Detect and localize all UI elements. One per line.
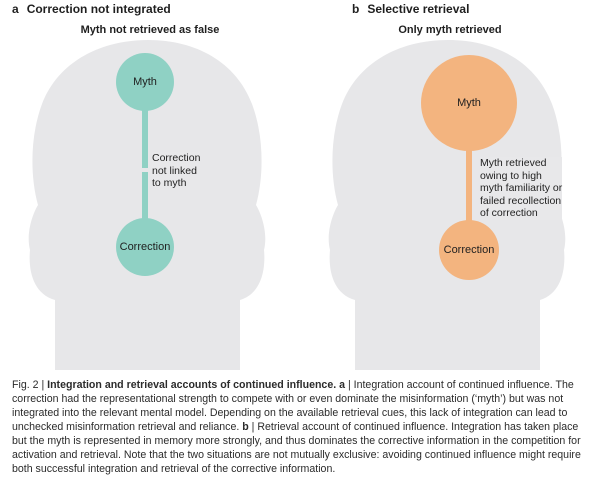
- myth-node-a-label: Myth: [133, 76, 157, 88]
- caption-b-marker: b: [239, 421, 249, 433]
- panel-a-letter: a: [12, 2, 19, 16]
- panel-b-note: Myth retrieved owing to high myth famili…: [480, 157, 563, 220]
- panel-b-letter: b: [352, 2, 360, 16]
- caption-a-marker: a: [336, 379, 346, 391]
- panel-a-subtitle: Myth not retrieved as false: [80, 24, 220, 36]
- link-b: [466, 140, 472, 234]
- panel-a-heading: a Correction not integrated: [12, 2, 171, 16]
- panel-a-note: Correction not linked to myth: [152, 152, 201, 190]
- link-lower-a: [142, 172, 148, 224]
- panel-b-diagram: [328, 40, 566, 370]
- correction-node-a: [116, 218, 174, 276]
- caption-text-a: | Integration account of continued influ…: [12, 379, 574, 433]
- panel-b-subtitle: Only myth retrieved: [398, 24, 502, 36]
- panel-b-note-line: of correction: [480, 207, 538, 219]
- correction-node-a-label: Correction: [119, 241, 171, 253]
- correction-node-b-label: Correction: [443, 244, 495, 256]
- panel-b-note-line: Myth retrieved: [480, 157, 547, 169]
- panel-b-note-line: failed recollection: [480, 194, 562, 207]
- figure-caption: Fig. 2 | Integration and retrieval accou…: [12, 378, 588, 476]
- panel-b: b Selective retrieval Only myth retrieved…: [300, 0, 600, 370]
- panel-a-note-line: Correction: [152, 152, 201, 164]
- myth-node-a: [116, 53, 174, 111]
- panel-b-note-line: myth familiarity or: [480, 182, 563, 194]
- myth-node-b: [421, 55, 517, 151]
- panel-b-note-line: owing to high: [480, 169, 542, 182]
- caption-text-b: | Retrieval account of continued influen…: [12, 421, 581, 475]
- panel-b-heading: b Selective retrieval: [352, 2, 469, 16]
- panel-a-diagram: [28, 40, 266, 370]
- myth-node-b-label: Myth: [457, 97, 481, 109]
- panel-a: a Correction not integrated Myth not retr…: [0, 0, 300, 370]
- link-upper-a: [142, 110, 148, 168]
- panel-a-title: Correction not integrated: [26, 2, 171, 16]
- panel-a-note-line: to myth: [152, 177, 187, 189]
- panel-b-title: Selective retrieval: [367, 2, 470, 16]
- correction-node-b: [439, 220, 499, 280]
- caption-title: Integration and retrieval accounts of co…: [47, 379, 337, 391]
- panel-a-note-line: not linked: [152, 164, 197, 177]
- caption-fig-label: Fig. 2 |: [12, 379, 48, 391]
